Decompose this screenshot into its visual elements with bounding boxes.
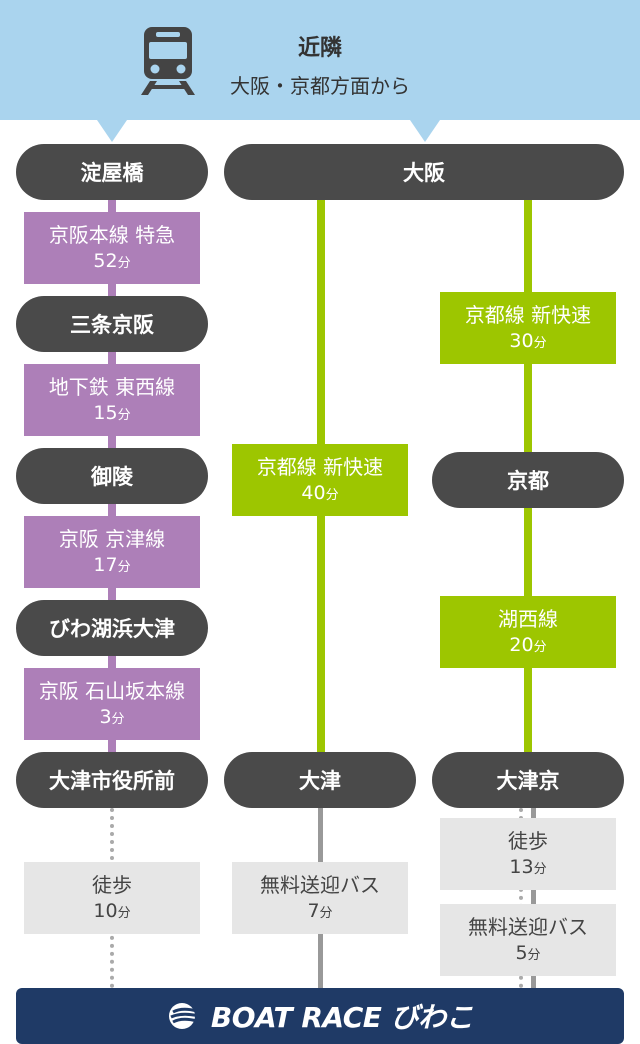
route-box: 京阪 石山坂本線 3分 <box>24 668 200 740</box>
bus-box: 無料送迎バス 5分 <box>440 904 616 976</box>
boatrace-emblem-icon <box>168 1003 200 1029</box>
page-title: 近隣 <box>297 36 342 61</box>
footer-logo-banner[interactable]: BOAT RACE びわこ <box>16 988 624 1044</box>
route-line: 徒歩 <box>508 828 548 853</box>
station-biwako-hamaotsu: びわ湖浜大津 <box>16 600 208 656</box>
route-time: 17 <box>93 553 118 576</box>
route-box: 京都線 新快速 40分 <box>232 444 408 516</box>
header-banner <box>0 0 640 120</box>
bus-box: 無料送迎バス 7分 <box>232 862 408 934</box>
route-time: 52 <box>93 249 118 272</box>
route-time: 15 <box>93 401 118 424</box>
route-unit: 分 <box>533 861 547 877</box>
route-unit: 分 <box>533 335 547 351</box>
station-yodoyabashi: 淀屋橋 <box>16 144 208 200</box>
arrow-right-route <box>410 120 440 142</box>
route-unit: 分 <box>117 559 131 575</box>
route-line: 京阪 京津線 <box>58 526 166 551</box>
page-subtitle: 大阪・京都方面から <box>230 74 410 98</box>
walk-box: 徒歩 13分 <box>440 818 616 890</box>
route-unit: 分 <box>111 711 125 727</box>
route-line: 京都線 新快速 <box>256 454 384 479</box>
route-line: 無料送迎バス <box>468 914 588 939</box>
route-box: 京阪 京津線 17分 <box>24 516 200 588</box>
station-osaka: 大阪 <box>224 144 624 200</box>
route-unit: 分 <box>319 905 333 921</box>
route-time: 5 <box>515 941 528 964</box>
route-time: 10 <box>93 899 118 922</box>
station-otsukyo: 大津京 <box>432 752 624 808</box>
route-unit: 分 <box>117 255 131 271</box>
station-misasagi: 御陵 <box>16 448 208 504</box>
route-time: 7 <box>307 899 320 922</box>
station-sanjo-keihan: 三条京阪 <box>16 296 208 352</box>
route-time: 20 <box>509 633 534 656</box>
route-unit: 分 <box>325 487 339 503</box>
route-box: 京阪本線 特急 52分 <box>24 212 200 284</box>
station-otsu: 大津 <box>224 752 416 808</box>
route-unit: 分 <box>117 905 131 921</box>
route-box: 京都線 新快速 30分 <box>440 292 616 364</box>
route-line: 湖西線 <box>498 606 558 631</box>
route-time: 3 <box>99 705 112 728</box>
route-line: 京阪 石山坂本線 <box>38 678 186 703</box>
route-line: 地下鉄 東西線 <box>48 374 176 399</box>
route-box: 地下鉄 東西線 15分 <box>24 364 200 436</box>
route-time: 40 <box>301 481 326 504</box>
route-time: 30 <box>509 329 534 352</box>
station-kyoto: 京都 <box>432 452 624 508</box>
route-unit: 分 <box>527 947 541 963</box>
route-line: 京都線 新快速 <box>464 302 592 327</box>
route-box: 湖西線 20分 <box>440 596 616 668</box>
station-otsu-shiyakusho: 大津市役所前 <box>16 752 208 808</box>
route-time: 13 <box>509 855 534 878</box>
walk-line-right <box>519 808 523 988</box>
footer-logo-text: BOAT RACE びわこ <box>210 1001 474 1034</box>
route-unit: 分 <box>533 639 547 655</box>
train-icon <box>141 27 195 95</box>
route-unit: 分 <box>117 407 131 423</box>
arrow-left-route <box>97 120 127 142</box>
route-line: 徒歩 <box>92 872 132 897</box>
route-line: 無料送迎バス <box>260 872 380 897</box>
bus-line-right <box>531 808 536 988</box>
route-line: 京阪本線 特急 <box>48 222 176 247</box>
walk-box: 徒歩 10分 <box>24 862 200 934</box>
